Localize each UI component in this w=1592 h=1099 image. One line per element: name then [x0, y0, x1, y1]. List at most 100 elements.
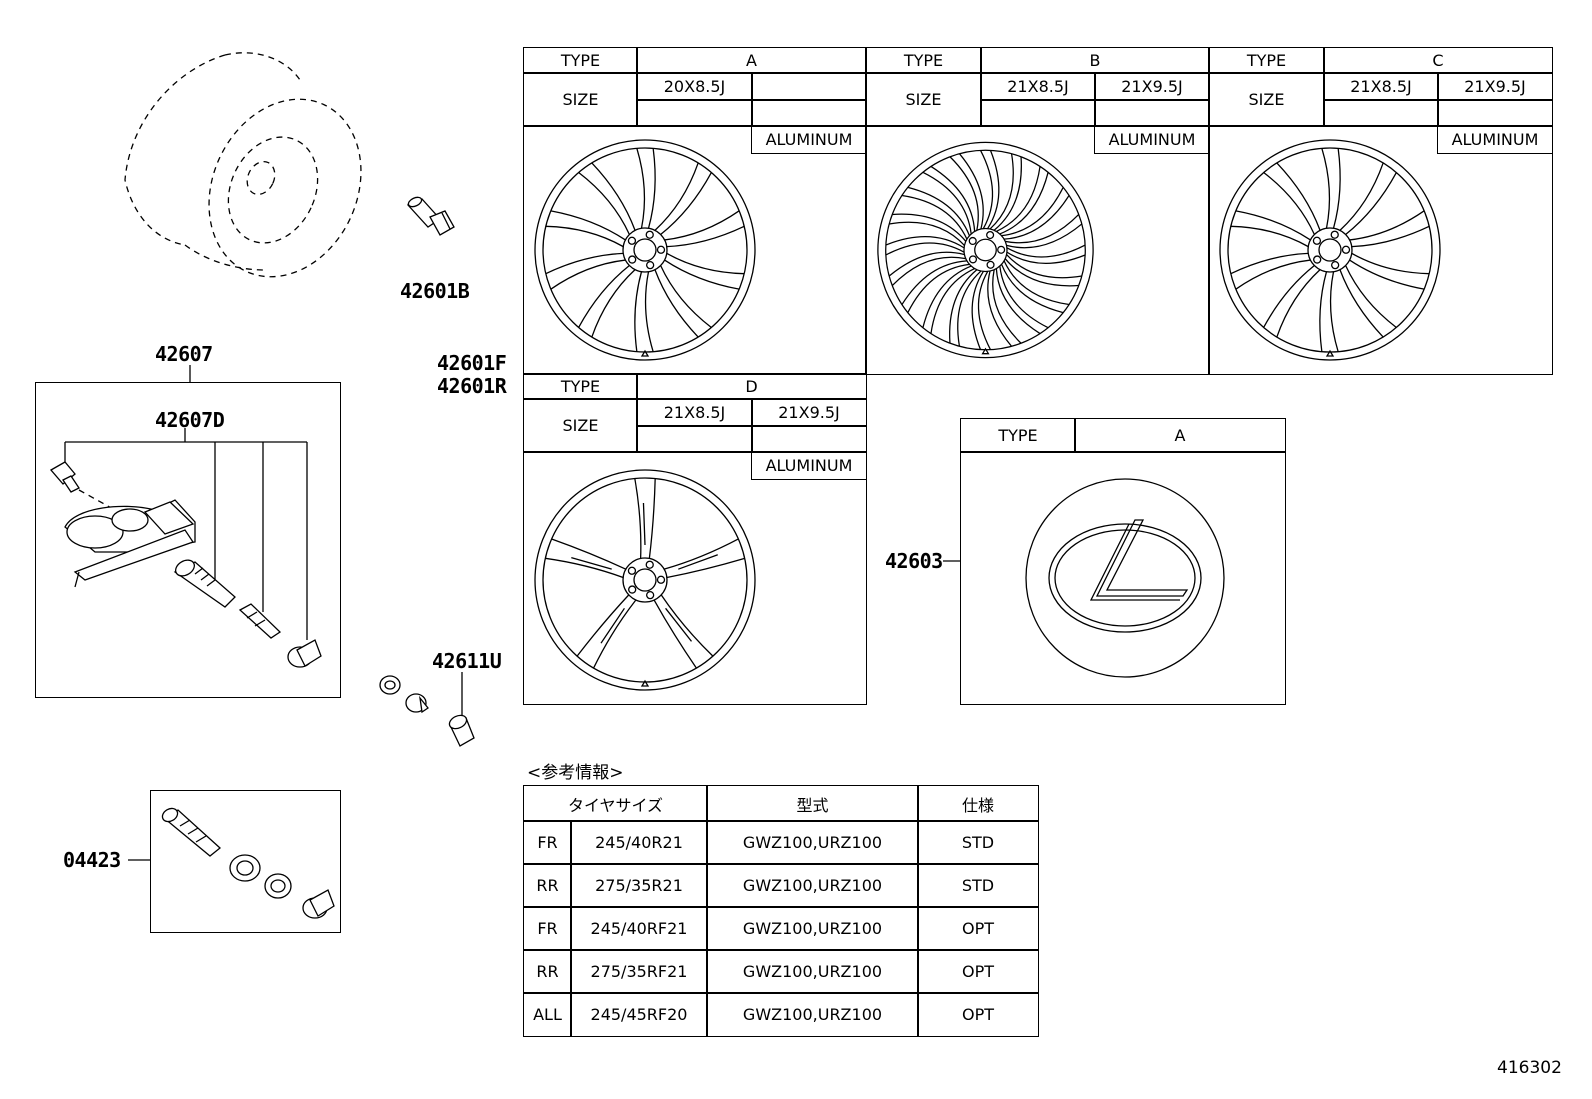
size-2-b: 21X9.5J [1094, 72, 1210, 101]
material-b: ALUMINUM [1094, 125, 1210, 154]
lug-hole [968, 236, 977, 246]
lug-hole [628, 255, 637, 264]
size-1-b: 21X8.5J [980, 72, 1096, 101]
table-row-1-pos: RR [523, 863, 572, 908]
material-d: ALUMINUM [751, 451, 867, 480]
part-label-42601b[interactable]: 42601B [400, 279, 470, 303]
header-model: 型式 [706, 785, 919, 822]
part-label-42601f[interactable]: 42601F [437, 351, 507, 375]
type-value-c: C [1323, 47, 1553, 74]
wheel-d-illustration [534, 469, 756, 691]
wheel-spoke [1004, 254, 1082, 287]
part-label-04423[interactable]: 04423 [63, 848, 121, 872]
wheel-spoke [664, 252, 745, 290]
wheel-spoke [1263, 162, 1321, 235]
table-row-0-tire: 245/40R21 [570, 820, 708, 865]
size-1-c: 21X8.5J [1323, 72, 1439, 101]
wheel-a-illustration [534, 139, 756, 361]
wheel-c-illustration [1219, 139, 1441, 361]
wheel-spoke [1230, 210, 1311, 248]
wheel-spoke [949, 269, 982, 347]
size-1-c-blank [1323, 99, 1439, 127]
leader-42607 [189, 365, 191, 383]
leader-42603 [943, 560, 961, 562]
part-label-42607d[interactable]: 42607D [155, 408, 225, 432]
table-row-4-pos: ALL [523, 992, 572, 1037]
table-row-0-spec: STD [917, 820, 1039, 865]
part-label-42603[interactable]: 42603 [885, 549, 943, 573]
lug-hole [1331, 260, 1340, 270]
tpms-sensor-illustration [49, 428, 322, 668]
type-label-b: TYPE [865, 47, 982, 74]
wheel-bolt-illustration [406, 196, 455, 236]
material-a: ALUMINUM [751, 125, 867, 154]
table-row-1-spec: STD [917, 863, 1039, 908]
drawing-number: 416302 [1497, 1058, 1562, 1078]
wheel-spoke [1230, 252, 1311, 290]
type-label-d: TYPE [523, 373, 638, 400]
wheel-spoke [636, 148, 656, 229]
wheel-spoke [545, 252, 626, 290]
wheel-spoke [578, 162, 636, 235]
wheel-spoke [576, 594, 637, 669]
lug-hole [627, 236, 637, 245]
wheel-spoke [1339, 162, 1397, 235]
lug-hole [1312, 236, 1322, 245]
type-label-a: TYPE [523, 47, 638, 74]
wheel-spoke [634, 271, 654, 352]
lug-hole [646, 260, 655, 270]
wheel-spoke [1000, 260, 1070, 314]
size-1-a: 20X8.5J [636, 72, 753, 101]
size-2-c: 21X9.5J [1437, 72, 1553, 101]
part-label-42607[interactable]: 42607 [155, 342, 213, 366]
wheel-image-box-c [1208, 125, 1553, 375]
lug-hole [628, 585, 637, 594]
material-c: ALUMINUM [1437, 125, 1553, 154]
type-value-b: B [980, 47, 1210, 74]
wheel-spoke [1349, 210, 1430, 248]
wheel-spoke [949, 153, 984, 231]
wheel-spoke [545, 210, 626, 248]
valve-kit-box [150, 790, 341, 933]
wheel-spoke [888, 251, 966, 286]
leader-04423 [128, 859, 150, 861]
wheel-spoke-groove [665, 607, 693, 642]
wheel-spoke [901, 260, 970, 313]
size-2-c-blank [1437, 99, 1553, 127]
ornament-image-box [960, 451, 1286, 705]
wheel-spoke [1321, 148, 1341, 229]
wheel-spoke [989, 153, 1022, 231]
table-row-3-pos: RR [523, 949, 572, 994]
size-2-a-blank [751, 99, 867, 127]
table-row-3-spec: OPT [917, 949, 1039, 994]
size-label-d: SIZE [523, 398, 638, 453]
wheel-spoke [987, 269, 1022, 347]
ornament-type-label: TYPE [960, 418, 1076, 453]
wheel-image-box-d [523, 451, 867, 705]
wheel-spoke [996, 166, 1049, 235]
ornament-type-value: A [1074, 418, 1286, 453]
lug-hole [656, 575, 666, 584]
wheel-spoke [1349, 252, 1430, 290]
part-label-42611u[interactable]: 42611U [432, 649, 502, 673]
part-label-42601r[interactable]: 42601R [437, 374, 507, 398]
size-label-c: SIZE [1208, 72, 1325, 127]
wheel-spoke [634, 478, 656, 559]
lug-hole [656, 245, 666, 254]
valve-hole [981, 347, 990, 355]
table-row-3-model: GWZ100,URZ100 [706, 949, 919, 994]
lug-hole [1313, 255, 1322, 264]
reference-title: <参考情報> [527, 763, 624, 783]
lexus-emblem-illustration [1025, 478, 1225, 678]
size-2-d-blank [751, 425, 867, 453]
lug-hole [646, 590, 655, 600]
size-2-b-blank [1094, 99, 1210, 127]
size-label-a: SIZE [523, 72, 638, 127]
wheel-spoke [653, 594, 714, 669]
lug-hole [997, 245, 1006, 254]
valve-cap-illustration [379, 672, 475, 747]
lug-hole [645, 230, 654, 239]
table-row-1-model: GWZ100,URZ100 [706, 863, 919, 908]
valve-hole [640, 349, 650, 357]
wheel-spoke [1319, 271, 1339, 352]
